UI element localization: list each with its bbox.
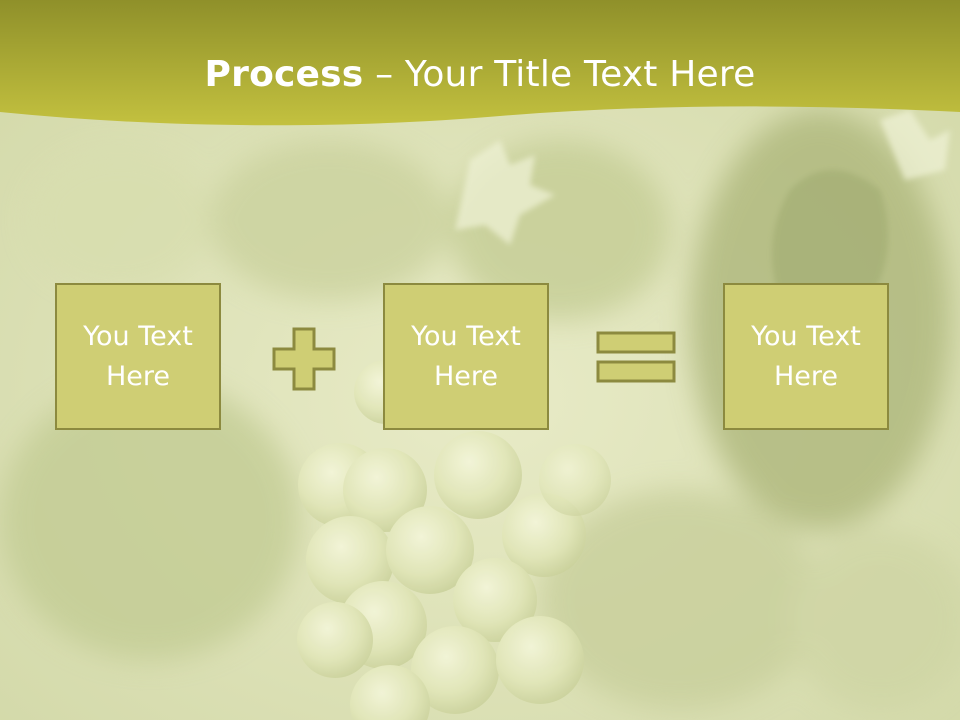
header-band (0, 0, 960, 126)
text-box-1[interactable]: You Text Here (55, 283, 221, 430)
title-rest-text: – Your Title Text Here (363, 54, 756, 95)
text-box-3-label: You Text Here (751, 320, 861, 392)
text-box-1-label: You Text Here (83, 320, 193, 392)
equals-icon (596, 331, 676, 383)
text-box-2[interactable]: You Text Here (383, 283, 549, 430)
plus-icon (272, 327, 336, 391)
title-bold-text: Process (204, 54, 364, 95)
slide-title: Process – Your Title Text Here (0, 52, 960, 98)
text-box-2-label: You Text Here (411, 320, 521, 392)
text-box-3[interactable]: You Text Here (723, 283, 889, 430)
